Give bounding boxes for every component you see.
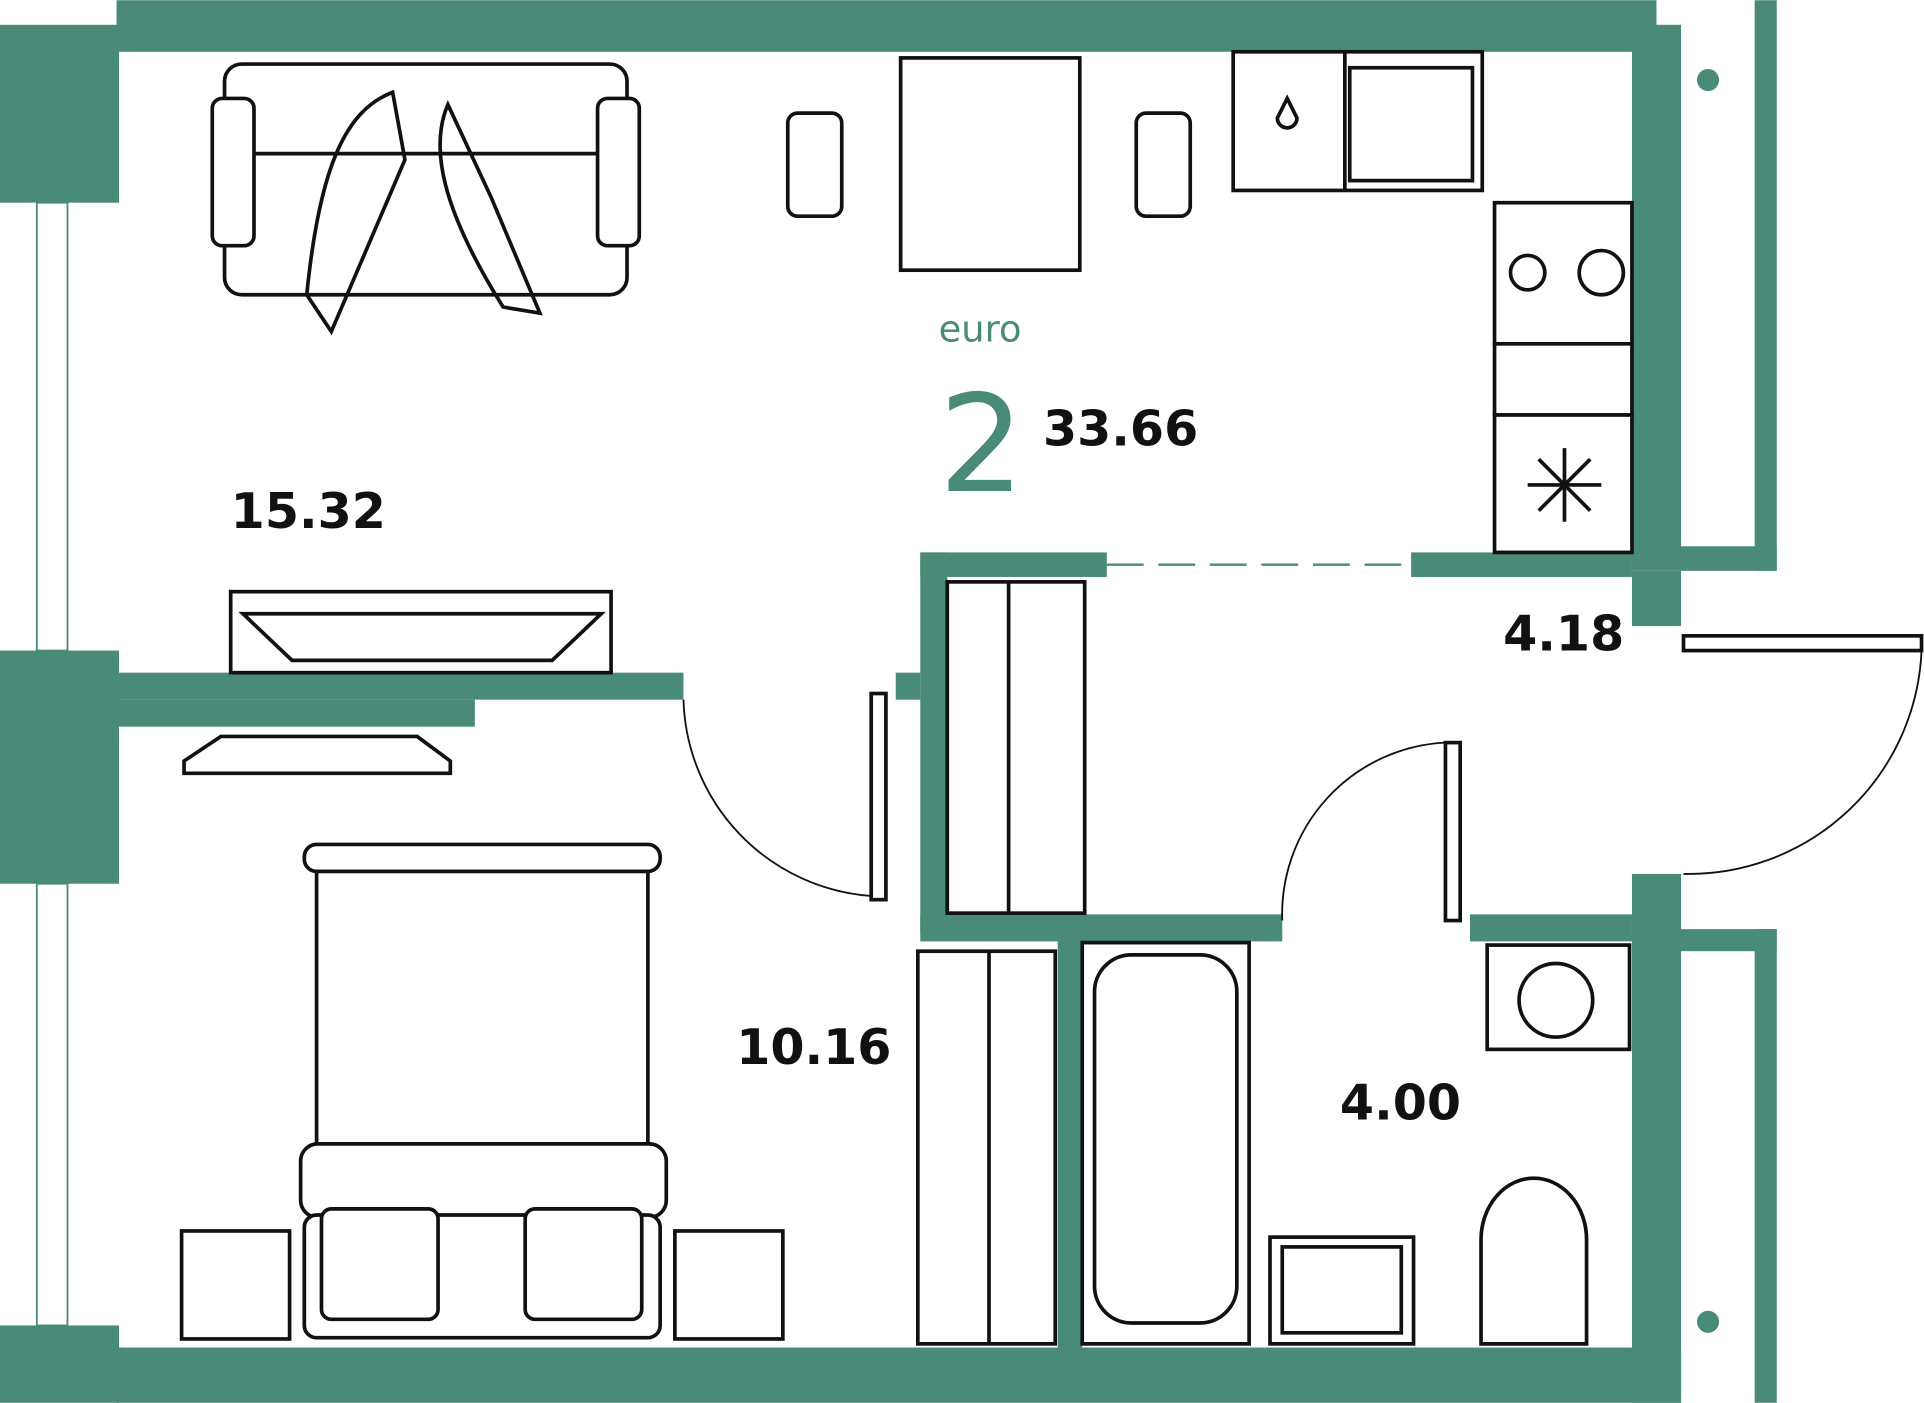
walls	[0, 0, 1777, 1403]
snowflake-icon	[1527, 448, 1602, 522]
bathroom-area: 4.00	[1340, 1073, 1461, 1131]
water-drop-icon	[1275, 94, 1299, 130]
sofa	[210, 62, 642, 336]
doors	[682, 68, 1924, 1333]
living-area: 15.32	[231, 482, 386, 540]
dining-table	[785, 56, 1193, 273]
total-area: 33.66	[1043, 400, 1198, 458]
bathroom-fixtures	[1080, 940, 1632, 1346]
windows	[35, 201, 1412, 1327]
kitchen	[1231, 49, 1634, 555]
bedroom-area: 10.16	[736, 1018, 891, 1076]
hallway-area: 4.18	[1503, 605, 1624, 663]
bed	[179, 842, 785, 1341]
brand-label: euro	[939, 307, 1022, 350]
tv-stand	[182, 589, 613, 776]
rooms-count: 2	[939, 366, 1025, 523]
wardrobes	[915, 580, 1087, 1346]
